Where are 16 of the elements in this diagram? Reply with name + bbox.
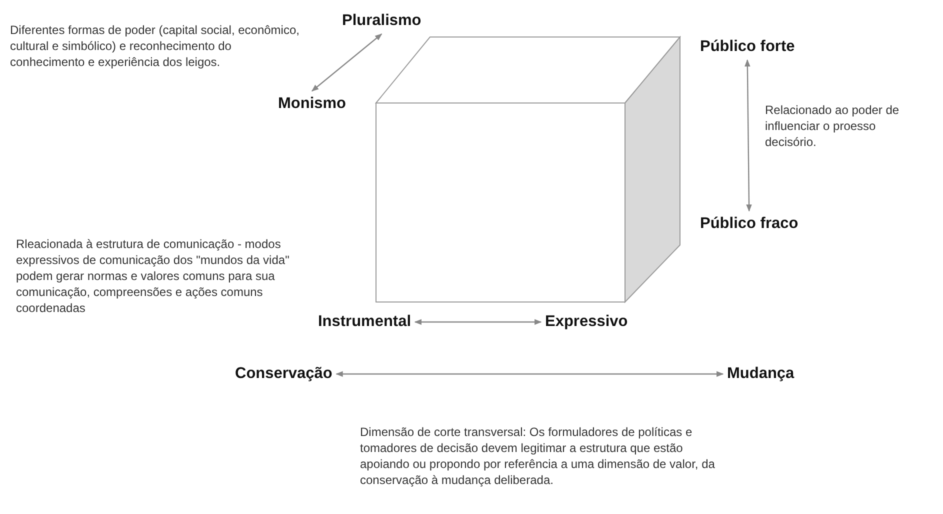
axis-label: Expressivo [545, 313, 628, 331]
description-text: Diferentes formas de poder (capital social, econômico, cultural e simbólico) e reconhecimento do conhecimento e experiência dos leigos. [10, 22, 300, 70]
description-text: Dimensão de corte transversal: Os formuladores de políticas e tomadores de decisão devem legitimar a estrutura que estão apoiando ou propondo por referência a uma dimensão de valor, da conservação à mudança deliberada. [360, 424, 715, 488]
axis-label: Instrumental [318, 313, 412, 331]
axis-label: Pluralismo [342, 12, 422, 30]
double-arrow [744, 59, 752, 212]
double-arrow [414, 319, 542, 325]
description-text: Rleacionada à estrutura de comunicação - modos expressivos de comunicação dos "mundos da vida" podem gerar normas e valores comuns para sua comunicação, compreensões e ações comuns coordenadas [16, 236, 290, 316]
axis-label: Monismo [278, 95, 346, 113]
axis-label: Público fraco [700, 215, 798, 233]
double-arrow [311, 34, 382, 92]
description-text: Relacionado ao poder de influenciar o proesso decisório. [765, 102, 900, 150]
double-arrow [336, 371, 724, 377]
axis-label: Conservação [235, 365, 332, 383]
axis-label: Público forte [700, 38, 795, 56]
axis-label: Mudança [727, 365, 794, 383]
